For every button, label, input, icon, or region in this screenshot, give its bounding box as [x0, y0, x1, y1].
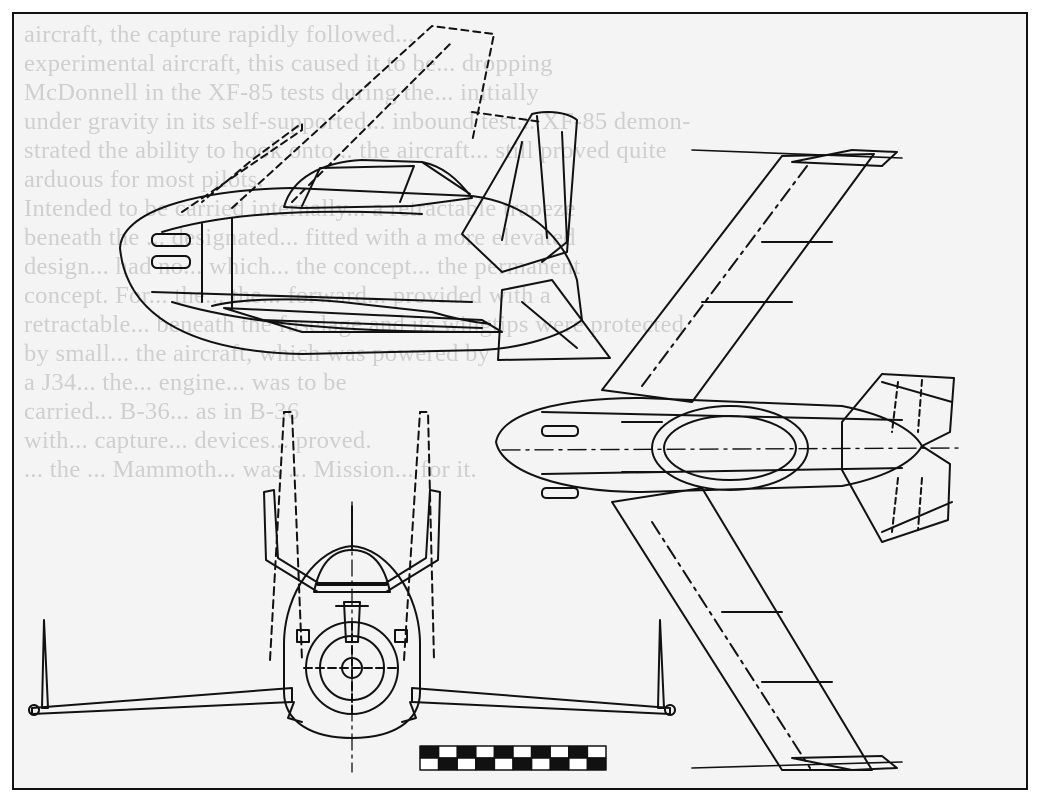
side-wing	[223, 307, 503, 333]
bleed-through-line: aircraft, the capture rapidly followed..…	[24, 21, 415, 48]
scale-bar-segment	[419, 745, 440, 759]
scale-bar-segment	[512, 745, 533, 759]
side-hook-dashed	[181, 123, 303, 213]
scale-bar-segment	[586, 745, 607, 759]
bleed-through-line: McDonnell in the XF-85 tests during the.…	[24, 79, 540, 106]
top-canopy	[651, 405, 809, 491]
bleed-through-line: arduous for most pilots.	[24, 166, 264, 193]
bleed-through-line: beneath the ... designated... fitted wit…	[24, 224, 576, 251]
top-tail	[841, 373, 955, 543]
scale-bar-segment	[512, 757, 533, 771]
drawing-frame: aircraft, the capture rapidly followed..…	[12, 12, 1028, 790]
bleed-through-line: strated the ability to hook onto... the …	[24, 137, 667, 164]
bleed-through-line: by small... the aircraft, which was powe…	[24, 340, 491, 367]
scale-bar-segment	[456, 745, 477, 759]
bleed-through-line: under gravity in its self-supported... i…	[24, 108, 691, 135]
scale-bar-segment	[530, 757, 551, 771]
three-view-drawing	[28, 25, 963, 773]
scale-bar-segment	[437, 745, 458, 759]
bleed-through-line: experimental aircraft, this caused it to…	[24, 50, 553, 77]
bleed-through-line: with... capture... devices... proved.	[24, 427, 372, 454]
bleed-through-text: aircraft, the capture rapidly followed..…	[24, 20, 1019, 484]
side-tail	[461, 111, 578, 273]
front-wing-right	[411, 687, 671, 715]
scale-bar-segment	[475, 745, 496, 759]
bleed-through-line: ... the ... Mammoth... was ... Mission..…	[24, 456, 477, 483]
top-wing-upper	[601, 153, 875, 403]
bleed-through-line: a J34... the... engine... was to be	[24, 369, 347, 396]
front-fuselage	[283, 545, 421, 739]
bleed-through-line: carried... B-36... as in B-36	[24, 398, 300, 425]
scale-bar-segment	[568, 757, 589, 771]
scale-bar-segment	[456, 757, 477, 771]
top-wing-lower	[611, 487, 873, 771]
scale-bar-segment	[549, 745, 570, 759]
scale-bar-segment	[493, 757, 514, 771]
scale-bar-segment	[586, 757, 607, 771]
front-view	[28, 411, 676, 773]
top-view	[495, 149, 963, 771]
scale-bar-segment	[419, 757, 440, 771]
scale-bar	[419, 745, 607, 771]
scale-bar-segment	[568, 745, 589, 759]
scale-bar-segment	[530, 745, 551, 759]
scale-bar-segment	[493, 745, 514, 759]
scale-bar-segment	[475, 757, 496, 771]
scale-bar-segment	[549, 757, 570, 771]
front-wing-left	[31, 687, 293, 715]
scale-bar-segment	[437, 757, 458, 771]
side-view	[119, 25, 611, 361]
